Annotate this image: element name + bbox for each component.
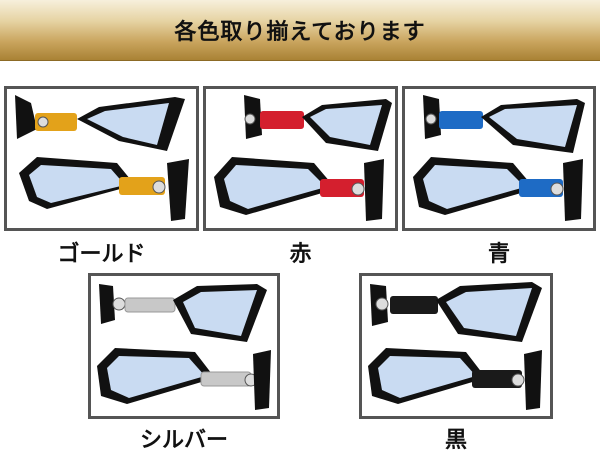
product-image-black bbox=[359, 273, 553, 419]
mirror-top-silver bbox=[99, 284, 267, 342]
variant-label-blue: 青 bbox=[487, 242, 510, 267]
header-banner: 各色取り揃えております bbox=[0, 0, 600, 61]
variant-label-black: 黒 bbox=[444, 428, 467, 453]
product-image-blue bbox=[402, 86, 596, 231]
product-image-gold bbox=[4, 86, 199, 231]
mirror-bottom-red bbox=[214, 157, 384, 221]
variant-label-silver: シルバー bbox=[139, 428, 228, 453]
mirror-top-red bbox=[244, 95, 392, 151]
variant-label-gold: ゴールド bbox=[57, 242, 146, 267]
mirror-top-blue bbox=[423, 95, 585, 153]
mirror-bottom-black bbox=[368, 348, 542, 410]
mirror-bottom-blue bbox=[413, 157, 583, 221]
mirror-top-gold bbox=[15, 95, 185, 151]
product-image-red bbox=[203, 86, 398, 231]
mirror-bottom-gold bbox=[19, 157, 189, 221]
banner-title: 各色取り揃えております bbox=[174, 20, 426, 45]
product-image-silver bbox=[88, 273, 280, 419]
variant-label-red: 赤 bbox=[289, 242, 312, 267]
mirror-top-black bbox=[370, 282, 542, 342]
mirror-bottom-silver bbox=[97, 348, 271, 410]
